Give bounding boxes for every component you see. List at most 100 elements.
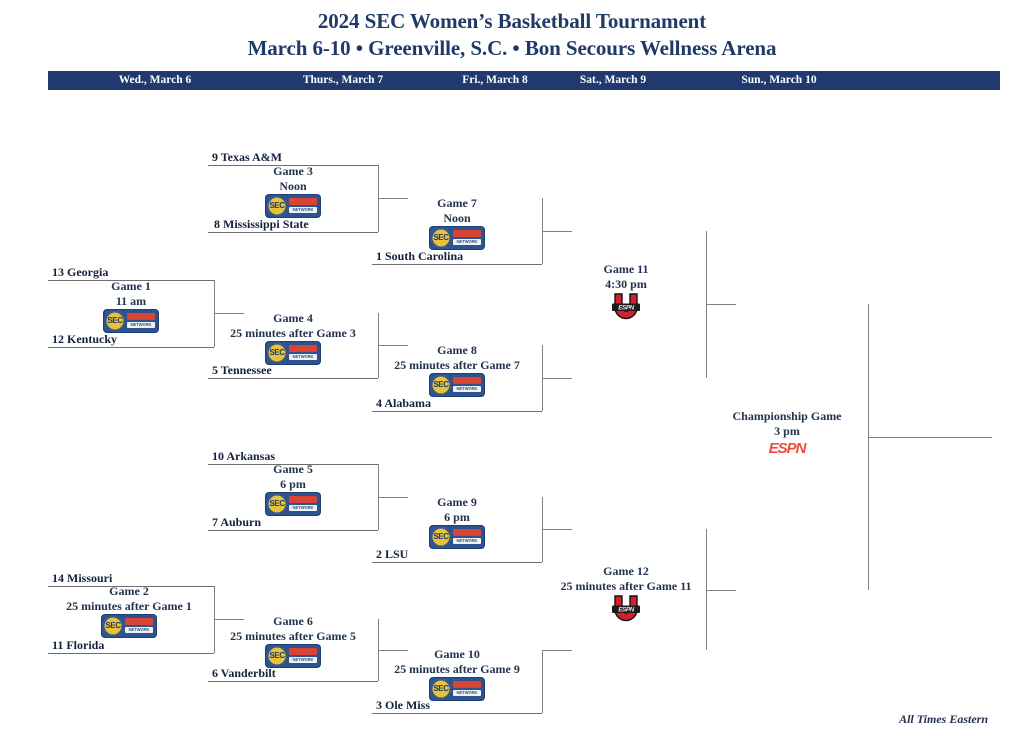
game-4-name: Game 4	[273, 311, 313, 325]
espn-text-icon	[453, 230, 481, 237]
team-line-tennessee	[208, 378, 378, 379]
game-10-info: Game 10 25 minutes after Game 9	[378, 647, 536, 700]
page-title: 2024 SEC Women’s Basketball Tournament M…	[0, 8, 1024, 62]
game-4-info: Game 4 25 minutes after Game 3	[214, 311, 372, 364]
svg-text:ESPN: ESPN	[618, 305, 634, 312]
network-text-icon	[289, 505, 317, 511]
team-line-ole-miss	[372, 713, 542, 714]
bracket-advance-game-6	[378, 650, 408, 651]
team-south-carolina: 1 South Carolina	[376, 249, 464, 263]
team-mississippi-state: 8 Mississippi State	[214, 217, 309, 231]
network-text-icon	[125, 627, 153, 633]
game-4-time: 25 minutes after Game 3	[230, 325, 356, 340]
team-kentucky: 12 Kentucky	[52, 332, 118, 346]
team-missouri: 14 Missouri	[52, 571, 113, 585]
sec-badge-icon	[267, 646, 287, 666]
network-text-icon	[453, 386, 481, 392]
all-times-note: All Times Eastern	[899, 712, 988, 726]
team-line-south-carolina	[372, 264, 542, 265]
sec-badge-icon	[267, 494, 287, 514]
team-auburn: 7 Auburn	[212, 515, 262, 529]
day-header-sun: Sun., March 10	[741, 74, 817, 86]
network-text-icon	[289, 657, 317, 663]
bracket-advance-game-3	[378, 198, 408, 199]
team-line-georgia	[48, 280, 214, 281]
team-line-texas-am	[208, 165, 378, 166]
bracket-connector-game-12	[706, 529, 707, 650]
sec-network-icon	[266, 645, 320, 667]
team-georgia: 13 Georgia	[52, 265, 109, 279]
bracket-advance-championship	[868, 437, 992, 438]
sec-network-icon	[102, 615, 156, 637]
sec-badge-icon	[267, 343, 287, 363]
team-line-auburn	[208, 530, 378, 531]
sec-network-icon	[266, 493, 320, 515]
game-7-info: Game 7 Noon	[392, 196, 522, 249]
espnu-icon: ESPN	[609, 595, 643, 623]
sec-badge-icon	[431, 375, 451, 395]
game-8-info: Game 8 25 minutes after Game 7	[378, 343, 536, 396]
day-header-sat: Sat., March 9	[579, 74, 647, 86]
title-line-2: March 6-10 • Greenville, S.C. • Bon Seco…	[247, 36, 777, 60]
team-line-kentucky	[48, 347, 214, 348]
team-line-vanderbilt	[208, 681, 378, 682]
bracket-advance-game-4	[378, 345, 408, 346]
bracket-connector-championship	[868, 304, 869, 590]
game-1-time: 11 am	[115, 293, 147, 308]
team-lsu: 2 LSU	[376, 547, 409, 561]
championship-time: 3 pm	[774, 423, 800, 438]
bracket-advance-game-1	[214, 313, 244, 314]
game-3-name: Game 3	[273, 164, 313, 178]
game-9-time: 6 pm	[444, 509, 470, 524]
espn-text-icon	[289, 496, 317, 503]
espn-text-icon	[289, 648, 317, 655]
team-tennessee: 5 Tennessee	[212, 363, 272, 377]
game-10-time: 25 minutes after Game 9	[394, 661, 520, 676]
championship-info: Championship Game 3 pm ESPN	[716, 409, 858, 457]
espn-text-icon	[453, 377, 481, 384]
network-text-icon	[127, 322, 155, 328]
bracket-advance-game-10	[542, 650, 572, 651]
game-12-name: Game 12	[603, 564, 649, 578]
sec-badge-icon	[103, 616, 123, 636]
team-vanderbilt: 6 Vanderbilt	[212, 666, 276, 680]
network-text-icon	[289, 354, 317, 360]
game-1-info: Game 1 11 am	[66, 279, 196, 332]
game-12-info: Game 12 25 minutes after Game 11 ESPN	[546, 564, 706, 623]
team-line-mississippi-state	[208, 232, 378, 233]
sec-network-icon	[104, 310, 158, 332]
bracket-advance-game-8	[542, 378, 572, 379]
bracket-advance-game-12	[706, 590, 736, 591]
game-5-info: Game 5 6 pm	[228, 462, 358, 515]
sec-badge-icon	[431, 228, 451, 248]
team-line-florida	[48, 653, 214, 654]
game-7-name: Game 7	[437, 196, 477, 210]
sec-network-icon	[430, 526, 484, 548]
bracket-advance-game-5	[378, 497, 408, 498]
network-text-icon	[453, 690, 481, 696]
title-line-1: 2024 SEC Women’s Basketball Tournament	[317, 9, 707, 33]
team-line-alabama	[372, 411, 542, 412]
sec-network-icon	[266, 195, 320, 217]
game-11-time: 4:30 pm	[605, 276, 647, 291]
game-9-name: Game 9	[437, 495, 477, 509]
sec-network-icon	[266, 342, 320, 364]
bracket-advance-game-11	[706, 304, 736, 305]
team-line-missouri	[48, 586, 214, 587]
svg-text:ESPN: ESPN	[618, 607, 634, 614]
espn-text-icon	[125, 618, 153, 625]
bracket-advance-game-2	[214, 619, 244, 620]
game-11-info: Game 11 4:30 pm ESPN	[558, 262, 694, 321]
game-2-time: 25 minutes after Game 1	[66, 598, 192, 613]
team-line-lsu	[372, 562, 542, 563]
game-2-name: Game 2	[109, 584, 149, 598]
espn-text-icon	[453, 529, 481, 536]
team-alabama: 4 Alabama	[376, 396, 432, 410]
espn-text-icon	[127, 313, 155, 320]
game-12-time: 25 minutes after Game 11	[560, 578, 692, 593]
day-header-wed: Wed., March 6	[118, 74, 192, 86]
network-text-icon	[289, 207, 317, 213]
day-header-thurs: Thurs., March 7	[302, 74, 384, 86]
espn-text-icon	[289, 345, 317, 352]
game-9-info: Game 9 6 pm	[392, 495, 522, 548]
